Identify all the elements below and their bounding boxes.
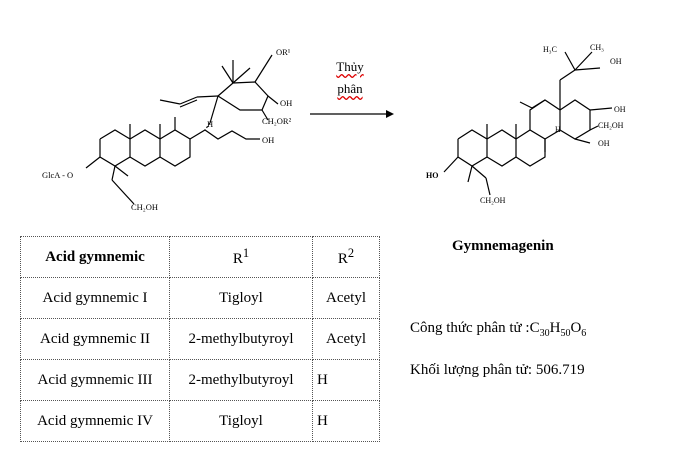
header-r2: R2 <box>312 236 380 278</box>
ring-c <box>515 129 546 167</box>
h-label: H <box>207 119 213 129</box>
hydrolysis-line1: Thủy <box>336 59 364 74</box>
h3c-label: H₃C <box>543 45 557 54</box>
table-header-row: Acid gymnemic R1 R2 <box>20 236 380 278</box>
cell-r2: H <box>312 400 380 442</box>
oh-label: OH <box>262 135 274 145</box>
cell-r2: Acetyl <box>312 277 380 319</box>
table-row: Acid gymnemic II 2-methylbutyroyl Acetyl <box>20 318 380 360</box>
hydrolysis-line2: phân <box>337 81 363 96</box>
cell-name: Acid gymnemic IV <box>20 400 170 442</box>
molecular-formula: Công thức phân tử :C30H50O6 <box>410 320 587 339</box>
gymnemic-acid-structure: OR¹ OH CH₂OR² H OH GlcA - O CH₂OH <box>42 43 626 212</box>
ho-label: HO <box>426 171 438 180</box>
h-label: H <box>555 125 561 134</box>
hydrolysis-label: Thủy phân <box>320 56 380 100</box>
ch2oh-label: CH₂OH <box>131 202 158 212</box>
oh-label: OH <box>610 57 622 66</box>
ring-e <box>217 81 269 111</box>
product-title: Gymnemagenin <box>452 238 554 254</box>
table-row: Acid gymnemic III 2-methylbutyroyl H <box>20 359 380 401</box>
table-row: Acid gymnemic IV Tigloyl H <box>20 400 380 442</box>
oh-label: OH <box>280 98 292 108</box>
cell-r1: Tigloyl <box>169 277 313 319</box>
table-row: Acid gymnemic I Tigloyl Acetyl <box>20 277 380 319</box>
cell-r1: 2-methylbutyroyl <box>169 318 313 360</box>
cell-r1: 2-methylbutyroyl <box>169 359 313 401</box>
oh-label: OH <box>614 105 626 114</box>
header-name: Acid gymnemic <box>20 236 170 278</box>
formula-label: Công thức phân tử : <box>410 320 530 336</box>
ring-d <box>529 99 561 140</box>
ring-c <box>159 129 191 167</box>
ch3-label: CH₃ <box>590 43 604 52</box>
or1-label: OR¹ <box>276 47 291 57</box>
ch2or2-label: CH₂OR² <box>262 116 292 126</box>
ring-a <box>457 129 488 167</box>
reaction-arrow <box>310 110 394 118</box>
oh-label: OH <box>598 139 610 148</box>
mass-value: 506.719 <box>535 362 585 378</box>
ring-b <box>486 129 517 167</box>
cell-r2: Acetyl <box>312 318 380 360</box>
mass-label: Khối lượng phân tử: <box>410 362 533 378</box>
ring-b <box>129 129 161 167</box>
cell-r2: H <box>312 359 380 401</box>
ring-e <box>559 99 591 140</box>
molecular-mass: Khối lượng phân tử: 506.719 <box>410 362 585 379</box>
header-r1: R1 <box>169 236 313 278</box>
ch2oh-label: CH₂OH <box>598 121 624 130</box>
side-chain <box>189 129 260 140</box>
cell-name: Acid gymnemic III <box>20 359 170 401</box>
gymnemic-acid-table: Acid gymnemic R1 R2 Acid gymnemic I Tigl… <box>20 236 380 442</box>
cell-r1: Tigloyl <box>169 400 313 442</box>
cell-name: Acid gymnemic II <box>20 318 170 360</box>
ring-a <box>99 129 131 167</box>
ch2oh-label: CH₂OH <box>480 196 506 205</box>
glca-label: GlcA - O <box>42 170 73 180</box>
gymnemagenin-structure <box>443 51 613 196</box>
cell-name: Acid gymnemic I <box>20 277 170 319</box>
